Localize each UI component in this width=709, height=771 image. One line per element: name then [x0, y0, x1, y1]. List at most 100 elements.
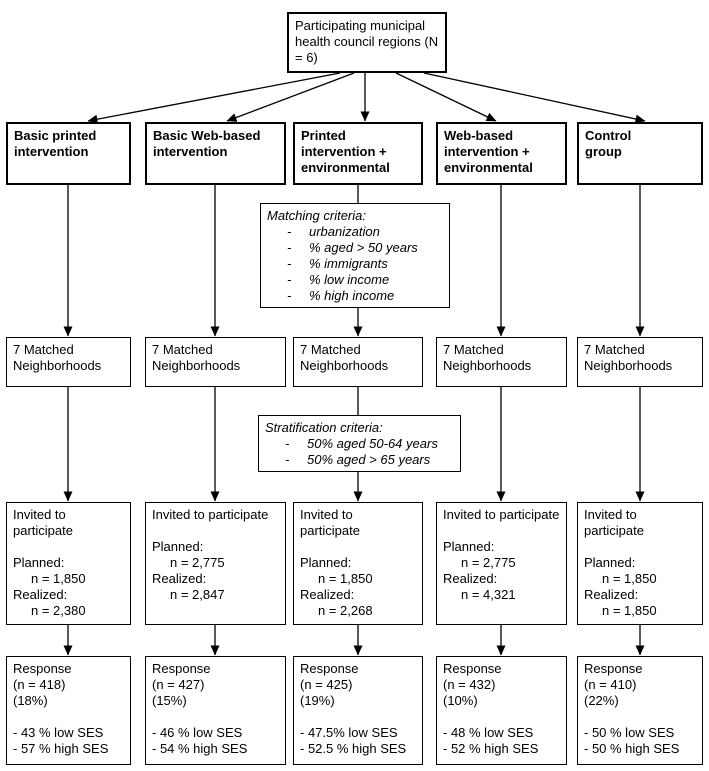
response-pct: (19%) — [300, 693, 335, 708]
response-pct: (10%) — [443, 693, 478, 708]
realized-label: Realized: — [300, 587, 355, 602]
dash-bullet: - — [287, 224, 292, 239]
stratification-criteria-box: Stratification criteria: - 50% aged 50-6… — [258, 415, 461, 472]
stratification-criteria-item: - 50% aged 50-64 years — [285, 436, 438, 451]
response-n: (n = 432) — [443, 677, 496, 692]
low-ses: - 48 % low SES — [443, 725, 534, 740]
invited-box: Invited to participate Planned: n = 1,85… — [6, 502, 131, 625]
response-title: Response — [13, 661, 72, 676]
neighborhoods-label: 7 Matched Neighborhoods — [443, 342, 532, 373]
realized-value: n = 2,847 — [170, 587, 225, 602]
response-title: Response — [443, 661, 502, 676]
neighborhoods-box: 7 Matched Neighborhoods — [293, 337, 423, 387]
planned-value: n = 2,775 — [170, 555, 225, 570]
dash-bullet: - — [285, 452, 290, 467]
response-pct: (18%) — [13, 693, 48, 708]
high-ses: - 57 % high SES — [13, 741, 109, 756]
invited-box: Invited to participate Planned: n = 2,77… — [436, 502, 567, 625]
stratification-criteria-item: - 50% aged > 65 years — [285, 452, 431, 467]
matching-criteria-item: - % aged > 50 years — [287, 240, 418, 255]
intervention-box-control: Control group — [577, 122, 703, 185]
response-box: Response (n = 432) (10%) - 48 % low SES … — [436, 656, 567, 765]
dash-bullet: - — [285, 436, 290, 451]
neighborhoods-box: 7 Matched Neighborhoods — [6, 337, 131, 387]
response-pct: (22%) — [584, 693, 619, 708]
planned-label: Planned: — [443, 539, 495, 554]
response-n: (n = 418) — [13, 677, 66, 692]
matching-criteria-box: Matching criteria: - urbanization - % ag… — [260, 203, 450, 308]
intervention-box-basic-web: Basic Web-based intervention — [145, 122, 286, 185]
response-n: (n = 427) — [152, 677, 205, 692]
response-title: Response — [152, 661, 211, 676]
planned-label: Planned: — [152, 539, 204, 554]
low-ses: - 46 % low SES — [152, 725, 243, 740]
response-box: Response (n = 425) (19%) - 47.5% low SES… — [293, 656, 423, 765]
planned-value: n = 1,850 — [602, 571, 657, 586]
low-ses: - 43 % low SES — [13, 725, 104, 740]
neighborhoods-box: 7 Matched Neighborhoods — [145, 337, 286, 387]
planned-label: Planned: — [13, 555, 65, 570]
dash-bullet: - — [287, 256, 292, 271]
stratification-criteria-title: Stratification criteria: — [265, 420, 383, 435]
realized-label: Realized: — [13, 587, 68, 602]
invited-box: Invited to participate Planned: n = 2,77… — [145, 502, 286, 625]
intervention-label: Basic printed intervention — [14, 128, 97, 159]
invited-title: Invited to participate — [152, 507, 269, 522]
dash-bullet: - — [287, 288, 292, 303]
matching-criteria-title: Matching criteria: — [267, 208, 366, 223]
response-title: Response — [300, 661, 359, 676]
response-title: Response — [584, 661, 643, 676]
realized-value: n = 2,268 — [318, 603, 373, 618]
intervention-box-basic-printed: Basic printed intervention — [6, 122, 131, 185]
intervention-label: Printed intervention + environmental — [301, 128, 390, 175]
realized-value: n = 1,850 — [602, 603, 657, 618]
invited-title: Invited to participate — [584, 507, 644, 538]
matching-criteria-item: - % low income — [287, 272, 390, 287]
invited-title: Invited to participate — [300, 507, 360, 538]
invited-box: Invited to participate Planned: n = 1,85… — [293, 502, 423, 625]
intervention-label: Basic Web-based intervention — [153, 128, 261, 159]
response-box: Response (n = 418) (18%) - 43 % low SES … — [6, 656, 131, 765]
high-ses: - 52.5 % high SES — [300, 741, 407, 756]
intervention-box-printed-environmental: Printed intervention + environmental — [293, 122, 423, 185]
low-ses: - 47.5% low SES — [300, 725, 398, 740]
realized-label: Realized: — [584, 587, 639, 602]
realized-label: Realized: — [443, 571, 498, 586]
neighborhoods-label: 7 Matched Neighborhoods — [13, 342, 102, 373]
response-box: Response (n = 427) (15%) - 46 % low SES … — [145, 656, 286, 765]
response-box: Response (n = 410) (22%) - 50 % low SES … — [577, 656, 703, 765]
planned-value: n = 1,850 — [31, 571, 86, 586]
realized-label: Realized: — [152, 571, 207, 586]
high-ses: - 52 % high SES — [443, 741, 539, 756]
response-pct: (15%) — [152, 693, 187, 708]
response-n: (n = 425) — [300, 677, 353, 692]
planned-label: Planned: — [300, 555, 352, 570]
high-ses: - 54 % high SES — [152, 741, 248, 756]
intervention-label: Control group — [585, 128, 632, 159]
matching-criteria-item: - % high income — [287, 288, 395, 303]
dash-bullet: - — [287, 240, 292, 255]
neighborhoods-box: 7 Matched Neighborhoods — [436, 337, 567, 387]
neighborhoods-label: 7 Matched Neighborhoods — [300, 342, 389, 373]
response-n: (n = 410) — [584, 677, 637, 692]
regions-box: Participating municipal health council r… — [287, 12, 447, 73]
dash-bullet: - — [287, 272, 292, 287]
high-ses: - 50 % high SES — [584, 741, 680, 756]
planned-label: Planned: — [584, 555, 636, 570]
neighborhoods-box: 7 Matched Neighborhoods — [577, 337, 703, 387]
planned-value: n = 2,775 — [461, 555, 516, 570]
intervention-box-web-environmental: Web-based intervention + environmental — [436, 122, 567, 185]
invited-title: Invited to participate — [443, 507, 560, 522]
neighborhoods-label: 7 Matched Neighborhoods — [584, 342, 673, 373]
realized-value: n = 2,380 — [31, 603, 86, 618]
invited-title: Invited to participate — [13, 507, 73, 538]
matching-criteria-item: - urbanization — [287, 224, 380, 239]
planned-value: n = 1,850 — [318, 571, 373, 586]
matching-criteria-item: - % immigrants — [287, 256, 388, 271]
neighborhoods-label: 7 Matched Neighborhoods — [152, 342, 241, 373]
realized-value: n = 4,321 — [461, 587, 516, 602]
intervention-label: Web-based intervention + environmental — [444, 128, 533, 175]
low-ses: - 50 % low SES — [584, 725, 675, 740]
